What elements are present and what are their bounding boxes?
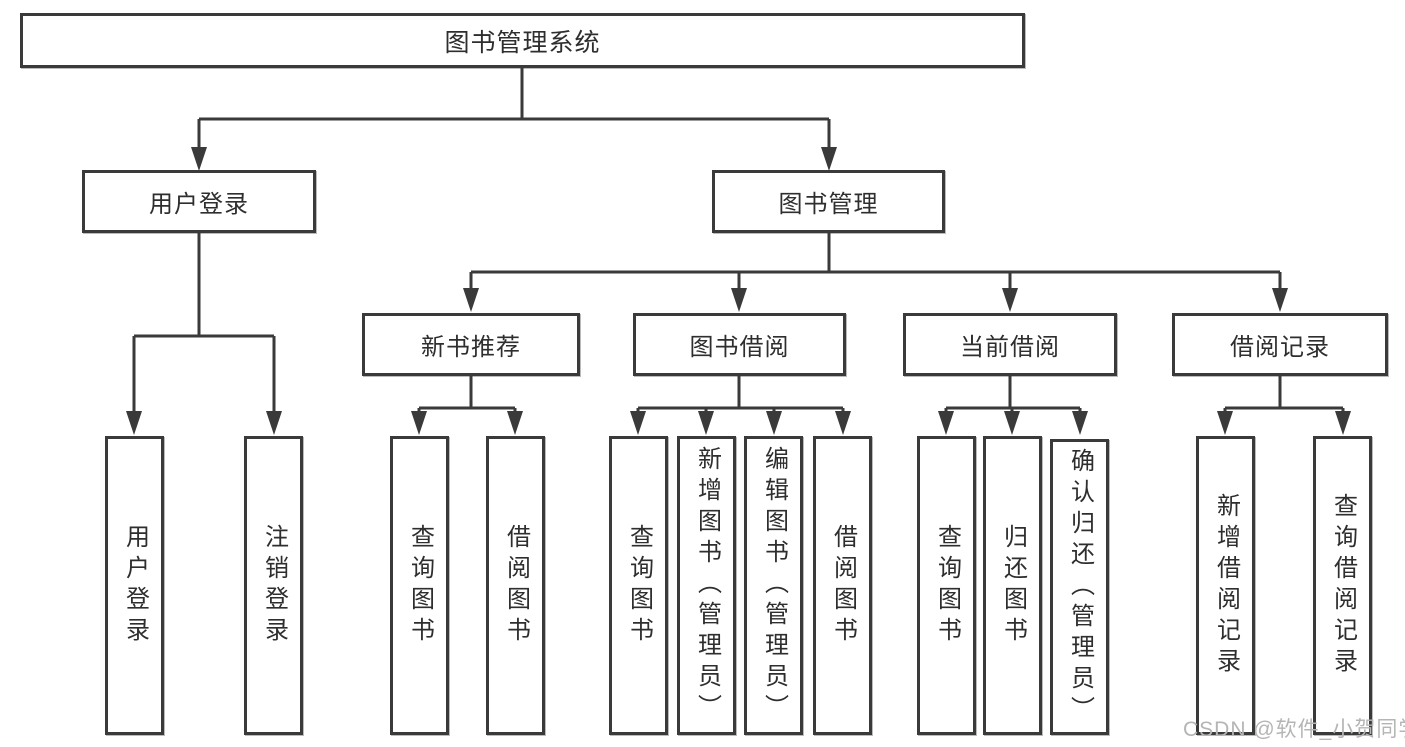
leaf-records-query-record: 查询借阅记录	[1313, 436, 1372, 735]
leaf-label: 新增借阅记录	[1212, 492, 1240, 679]
csdn-watermark: CSDN @软件_小贺同学	[1183, 718, 1405, 741]
node-book-management: 图书管理	[712, 170, 945, 233]
node-current-borrow: 当前借阅	[903, 313, 1117, 376]
leaf-label: 新增图书（管理员）	[693, 446, 721, 725]
leaf-borrow-edit-books-admin: 编辑图书（管理员）	[744, 436, 803, 735]
node-label: 借阅记录	[1230, 334, 1330, 361]
leaf-newrec-query-books: 查询图书	[390, 436, 449, 735]
leaf-label: 注销登录	[260, 523, 288, 648]
leaf-logout: 注销登录	[244, 436, 303, 735]
leaf-label: 确认归还（管理员）	[1066, 447, 1094, 727]
node-book-borrow: 图书借阅	[633, 313, 846, 376]
leaf-records-add-record: 新增借阅记录	[1196, 436, 1255, 735]
arrowheads	[126, 147, 1351, 435]
node-label: 图书借阅	[689, 334, 790, 361]
leaf-label: 借阅图书	[829, 523, 857, 648]
leaf-label: 查询图书	[625, 523, 653, 648]
leaf-borrow-query-books: 查询图书	[609, 436, 668, 735]
leaf-current-return-books: 归还图书	[983, 436, 1042, 735]
leaf-current-confirm-return-admin: 确认归还（管理员）	[1050, 439, 1109, 735]
node-new-book-recommend: 新书推荐	[362, 313, 580, 376]
leaf-label: 借阅图书	[502, 523, 530, 648]
leaf-current-query-books: 查询图书	[917, 436, 976, 735]
node-borrow-records: 借阅记录	[1172, 313, 1388, 376]
node-library-management-system: 图书管理系统	[20, 13, 1025, 68]
node-label: 当前借阅	[960, 334, 1060, 361]
node-label: 图书管理系统	[444, 28, 601, 57]
leaf-label: 编辑图书（管理员）	[760, 446, 788, 725]
node-label: 图书管理	[778, 191, 879, 218]
leaf-borrow-add-books-admin: 新增图书（管理员）	[677, 436, 736, 735]
leaf-label: 用户登录	[121, 523, 149, 648]
leaf-user-login: 用户登录	[105, 436, 164, 735]
node-user-login: 用户登录	[82, 170, 316, 233]
node-label: 新书推荐	[421, 334, 521, 361]
leaf-label: 查询图书	[406, 523, 434, 648]
leaf-label: 归还图书	[999, 523, 1027, 648]
leaf-label: 查询借阅记录	[1329, 492, 1357, 679]
leaf-borrow-borrow-books: 借阅图书	[813, 436, 872, 735]
node-label: 用户登录	[149, 191, 249, 218]
leaf-newrec-borrow-books: 借阅图书	[486, 436, 545, 735]
leaf-label: 查询图书	[933, 523, 961, 648]
